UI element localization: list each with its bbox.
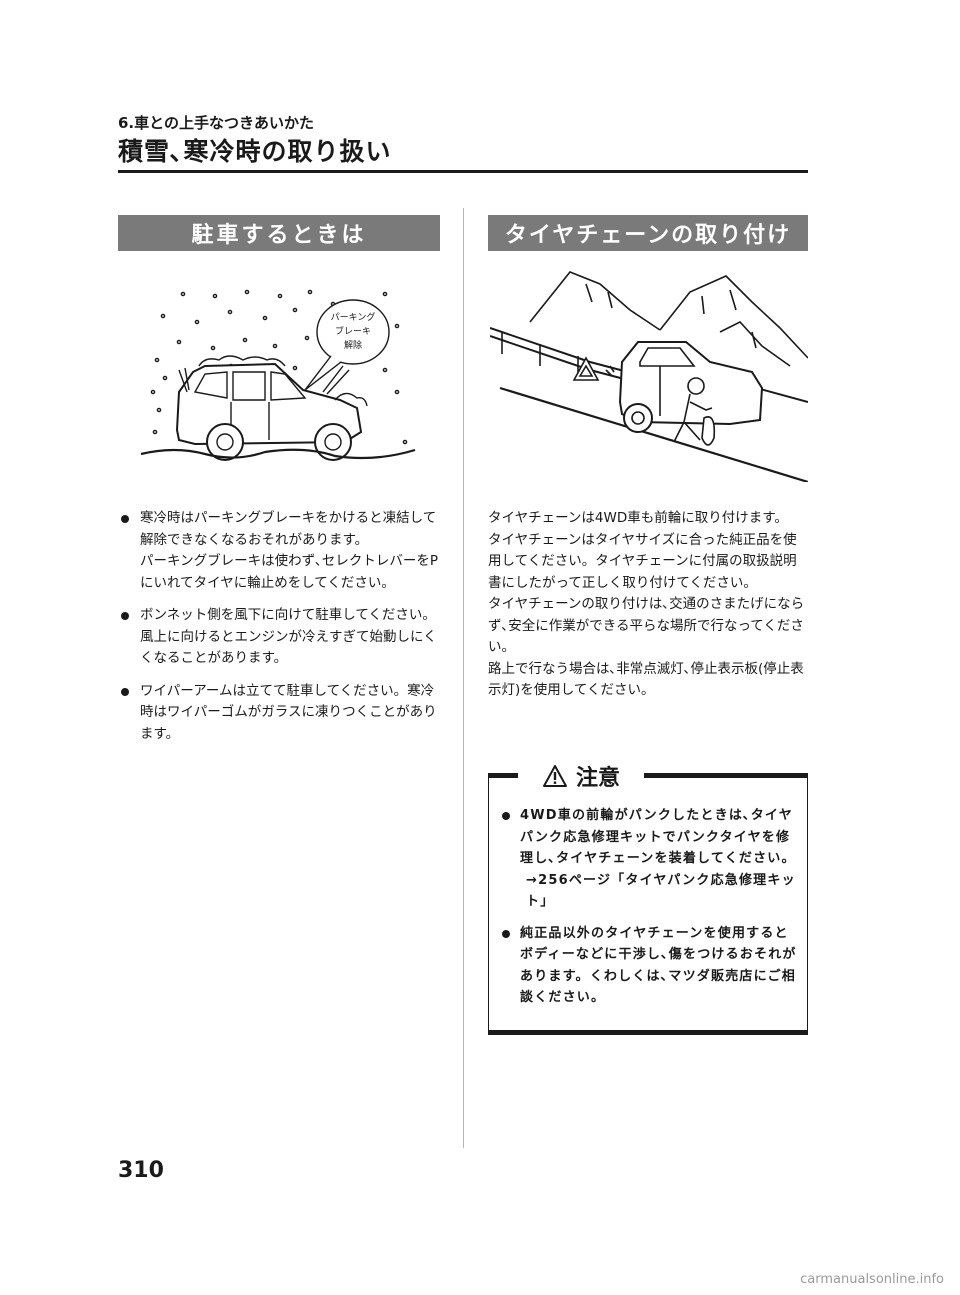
caution-text: 純正品以外のタイヤチェーンを使用するとボディーなどに干渉し､傷をつけるおそれがあ… <box>520 925 797 1006</box>
callout-line-2: ブレーキ <box>335 325 371 337</box>
watermark: carmanualsonline.info <box>800 1272 944 1287</box>
bullet-subtext: パーキングブレーキは使わず､セレクトレバーをPにいれてタイヤに輪止めをしてくださ… <box>140 553 438 591</box>
snow-parked-car-illustration: パーキング ブレーキ 解除 <box>140 289 416 461</box>
bullet-text: 寒冷時はパーキングブレーキをかけると凍結して解除できなくなるおそれがあります。 <box>140 510 437 548</box>
tire-chain-roadside-illustration <box>490 271 808 482</box>
caution-header: 注意 <box>518 761 644 791</box>
caution-frame-right <box>807 773 808 1035</box>
tire-chain-body: タイヤチェーンは4WD車も前輪に取り付けます。 タイヤチェーンはタイヤサイズに合… <box>488 508 808 702</box>
paragraph: タイヤチェーンの取り付けは､交通のさまたげにならず､安全に作業ができる平らな場所… <box>488 596 805 655</box>
page-title: 積雪､寒冷時の取り扱い <box>118 137 392 166</box>
list-item: 純正品以外のタイヤチェーンを使用するとボディーなどに干渉し､傷をつけるおそれがあ… <box>500 923 800 1009</box>
caution-frame <box>488 773 808 1035</box>
column-divider <box>463 208 464 1148</box>
caution-list: 4WD車の前輪がパンクしたときは､タイヤパンク応急修理キットでパンクタイヤを修理… <box>500 805 800 1019</box>
caution-frame-left <box>488 773 489 1035</box>
list-item: ボンネット側を風下に向けて駐車してください。風上に向けるとエンジンが冷えすぎて始… <box>118 605 440 670</box>
title-rule <box>118 170 808 173</box>
bullet-text: ボンネット側を風下に向けて駐車してください。風上に向けるとエンジンが冷えすぎて始… <box>140 607 437 666</box>
parking-heading: 駐車するときは <box>118 215 440 251</box>
tire-chain-heading: タイヤチェーンの取り付け <box>488 215 808 251</box>
paragraph: タイヤチェーンはタイヤサイズに合った純正品を使用してください。タイヤチェーンに付… <box>488 531 797 591</box>
section-label: 6.車との上手なつきあいかた <box>118 114 314 132</box>
page-reference: →256ページ「タイヤパンク応急修理キット」 <box>526 872 796 910</box>
caution-box: 注意 4WD車の前輪がパンクしたときは､タイヤパンク応急修理キットでパンクタイヤ… <box>488 761 808 1035</box>
parking-bullet-list: 寒冷時はパーキングブレーキをかけると凍結して解除できなくなるおそれがあります。 … <box>118 508 440 756</box>
caution-text: 4WD車の前輪がパンクしたときは､タイヤパンク応急修理キットでパンクタイヤを修理… <box>520 808 796 866</box>
paragraph: 路上で行なう場合は､非常点滅灯､停止表示板(停止表示灯)を使用してください。 <box>488 660 804 699</box>
paragraph: タイヤチェーンは4WD車も前輪に取り付けます。 <box>488 510 788 526</box>
list-item: 寒冷時はパーキングブレーキをかけると凍結して解除できなくなるおそれがあります。 … <box>118 508 440 594</box>
callout-line-3: 解除 <box>344 339 362 351</box>
list-item: 4WD車の前輪がパンクしたときは､タイヤパンク応急修理キットでパンクタイヤを修理… <box>500 805 800 913</box>
callout-line-1: パーキング <box>331 311 376 323</box>
bullet-text: ワイパーアームは立てて駐車してください。寒冷時はワイパーゴムがガラスに凍りつくこ… <box>140 682 437 742</box>
list-item: ワイパーアームは立てて駐車してください。寒冷時はワイパーゴムがガラスに凍りつくこ… <box>118 681 440 746</box>
warning-triangle-icon <box>542 765 567 787</box>
caution-title: 注意 <box>575 766 620 791</box>
page-number: 310 <box>118 1158 164 1183</box>
